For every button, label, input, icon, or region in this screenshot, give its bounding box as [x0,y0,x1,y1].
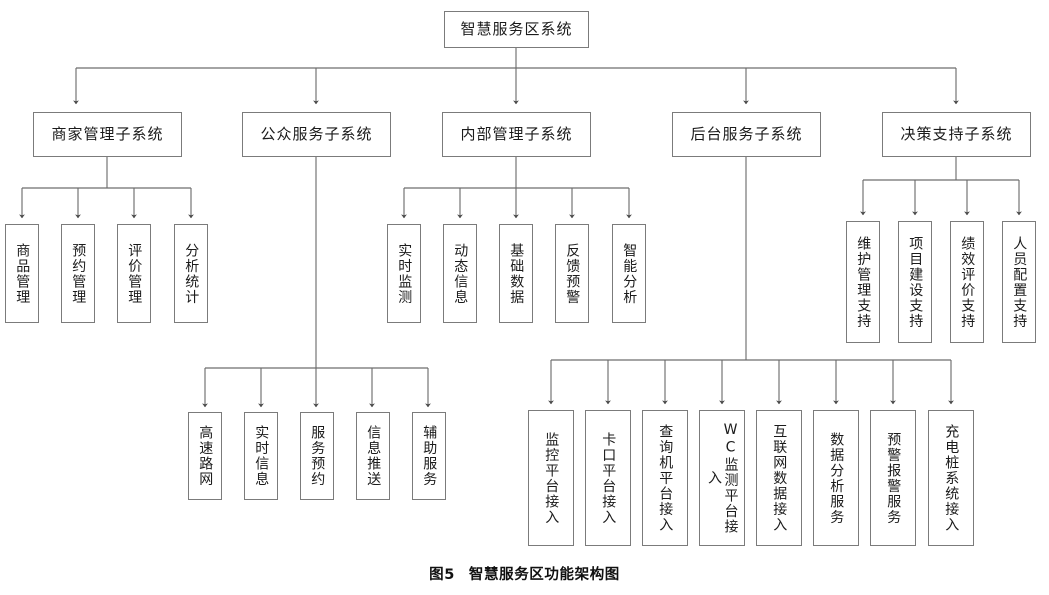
node-backend-child[interactable]: WC监测平台接入 [699,410,745,546]
node-public-service-subsystem[interactable]: 公众服务子系统 [242,112,391,157]
node-merchant-subsystem-label: 商家管理子系统 [51,124,164,143]
node-root[interactable]: 智慧服务区系统 [444,11,589,48]
node-backend-service-subsystem[interactable]: 后台服务子系统 [672,112,821,157]
node-internal-management-subsystem[interactable]: 内部管理子系统 [442,112,591,157]
node-internal-management-subsystem-label: 内部管理子系统 [460,124,573,143]
node-root-label: 智慧服务区系统 [460,19,573,38]
node-decision-child[interactable]: 绩效评价支持 [950,221,984,343]
node-public-child[interactable]: 服务预约 [300,412,334,500]
node-backend-child-label: 互联网数据接入 [771,423,788,533]
node-public-child-label: 服务预约 [309,425,326,487]
node-decision-child[interactable]: 人员配置支持 [1002,221,1036,343]
node-merchant-child-label: 商品管理 [14,242,31,305]
node-public-child[interactable]: 实时信息 [244,412,278,500]
node-decision-support-subsystem[interactable]: 决策支持子系统 [882,112,1031,157]
node-internal-child[interactable]: 动态信息 [443,224,477,323]
node-backend-child[interactable]: 监控平台接入 [528,410,574,546]
node-backend-child[interactable]: 充电桩系统接入 [928,410,974,546]
node-backend-child-label: WC监测平台接入 [706,421,739,535]
node-backend-child[interactable]: 卡口平台接入 [585,410,631,546]
node-backend-child-label: 卡口平台接入 [600,431,617,525]
node-backend-child-label: 查询机平台接入 [657,423,674,533]
node-decision-child-label: 维护管理支持 [855,235,872,329]
node-decision-child-label: 项目建设支持 [907,235,924,329]
node-decision-child-label: 绩效评价支持 [959,235,976,329]
node-public-child-label: 辅助服务 [421,425,438,487]
node-public-child-label: 高速路网 [197,425,214,487]
node-merchant-child[interactable]: 预约管理 [61,224,95,323]
node-internal-child[interactable]: 实时监测 [387,224,421,323]
node-public-service-subsystem-label: 公众服务子系统 [260,124,373,143]
node-merchant-subsystem[interactable]: 商家管理子系统 [33,112,182,157]
node-backend-child-label: 充电桩系统接入 [943,423,960,533]
node-internal-child-label: 实时监测 [396,242,413,305]
node-backend-child[interactable]: 预警报警服务 [870,410,916,546]
figure-caption: 图5 智慧服务区功能架构图 [0,563,1049,584]
node-public-child-label: 实时信息 [253,425,270,487]
node-internal-child-label: 动态信息 [452,242,469,305]
node-internal-child-label: 基础数据 [508,242,525,305]
node-internal-child-label: 智能分析 [621,242,638,305]
node-backend-child[interactable]: 互联网数据接入 [756,410,802,546]
node-backend-child[interactable]: 数据分析服务 [813,410,859,546]
node-decision-child[interactable]: 项目建设支持 [898,221,932,343]
node-backend-child[interactable]: 查询机平台接入 [642,410,688,546]
figure-caption-number: 图5 [429,567,455,583]
node-internal-child[interactable]: 基础数据 [499,224,533,323]
node-backend-child-label: 数据分析服务 [828,431,845,525]
node-merchant-child[interactable]: 分析统计 [174,224,208,323]
figure-caption-title: 智慧服务区功能架构图 [468,567,620,583]
node-public-child[interactable]: 辅助服务 [412,412,446,500]
node-backend-child-label: 监控平台接入 [543,431,560,525]
node-merchant-child[interactable]: 评价管理 [117,224,151,323]
node-internal-child[interactable]: 智能分析 [612,224,646,323]
node-merchant-child-label: 分析统计 [183,242,200,305]
node-internal-child[interactable]: 反馈预警 [555,224,589,323]
node-public-child-label: 信息推送 [365,425,382,487]
node-backend-child-label: 预警报警服务 [885,431,902,525]
node-merchant-child-label: 预约管理 [70,242,87,305]
node-public-child[interactable]: 信息推送 [356,412,390,500]
node-decision-support-subsystem-label: 决策支持子系统 [900,124,1013,143]
node-decision-child[interactable]: 维护管理支持 [846,221,880,343]
node-merchant-child[interactable]: 商品管理 [5,224,39,323]
node-merchant-child-label: 评价管理 [126,242,143,305]
node-decision-child-label: 人员配置支持 [1011,235,1028,329]
node-backend-service-subsystem-label: 后台服务子系统 [690,124,803,143]
node-internal-child-label: 反馈预警 [564,242,581,305]
node-public-child[interactable]: 高速路网 [188,412,222,500]
